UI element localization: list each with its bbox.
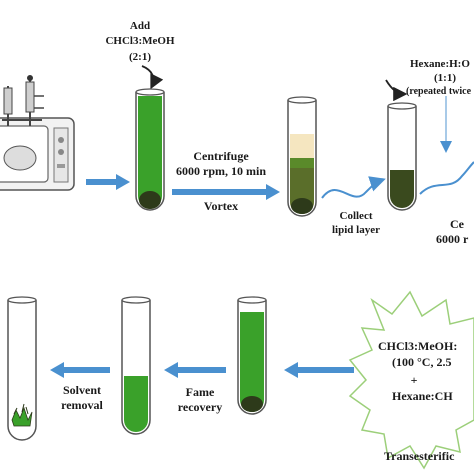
add-ratio-label: CHCl3:MeOH — [105, 35, 175, 47]
star-plus: + — [410, 373, 418, 387]
tube-green-extract — [135, 88, 165, 211]
tube-phase-separation — [287, 96, 317, 217]
hexane-ratio-label: Hexane:H:O — [410, 58, 470, 70]
star-reagent-line3: Hexane:CH — [392, 389, 453, 403]
star-reagent-line1: CHCl3:MeOH: — [378, 339, 458, 353]
hexane-ratio2-label: (1:1) — [434, 72, 456, 84]
tube-residue — [387, 102, 417, 211]
collect-curve-arrow — [321, 176, 386, 199]
add-ratio2-label: (2:1) — [129, 51, 151, 63]
flow-arrow-5 — [164, 362, 226, 378]
tube-transesterified — [237, 296, 267, 415]
repeated-label: (repeated twice — [406, 86, 472, 97]
tube-fame-layer — [121, 296, 151, 435]
star-reagent-line2: (100 °C, 2.5 — [392, 355, 452, 369]
extraction-apparatus-icon — [0, 75, 75, 191]
reagent-starburst — [348, 290, 474, 470]
add-label: Add — [129, 20, 151, 32]
tube-final-product — [7, 296, 37, 441]
vortex-label: Vortex — [203, 199, 239, 213]
flow-arrow-4 — [284, 362, 354, 378]
recovery-label: recovery — [177, 400, 223, 414]
transesterification-label: Transesterific — [384, 449, 455, 463]
hexane-pointer-arrow — [385, 79, 408, 102]
flow-arrow-1 — [86, 174, 130, 190]
collect-curve-arrow-2 — [419, 161, 474, 195]
add-pointer-arrow — [141, 65, 164, 90]
centrifuge-label: Centrifuge — [193, 149, 249, 163]
centrifuge2-label: Ce — [450, 217, 464, 231]
removal-label: removal — [61, 398, 103, 412]
collect-label: Collect — [339, 210, 373, 222]
solvent-label: Solvent — [62, 383, 101, 397]
centrifuge2-speed-label: 6000 r — [436, 232, 469, 246]
flow-arrow-2 — [172, 184, 280, 200]
flow-arrow-6 — [50, 362, 110, 378]
lipid-layer-label: lipid layer — [332, 224, 380, 236]
fame-label: Fame — [185, 385, 215, 399]
centrifuge-speed-label: 6000 rpm, 10 min — [176, 164, 266, 178]
